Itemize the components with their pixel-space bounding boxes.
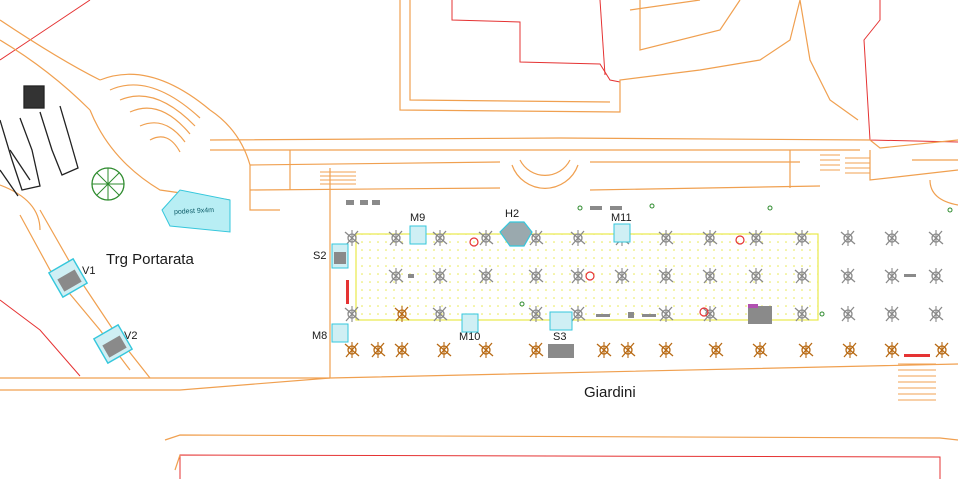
- table-cluster: [388, 230, 404, 246]
- left-structures: [0, 85, 79, 197]
- v-units: [47, 257, 134, 365]
- table-cluster: [748, 268, 764, 284]
- label-trg-portarata: Trg Portarata: [106, 251, 194, 268]
- small-fixtures: [346, 200, 916, 318]
- event-zone: [355, 233, 819, 321]
- unit-s2-fill: [334, 252, 346, 264]
- table-cluster: [478, 230, 494, 246]
- label-m8: M8: [312, 330, 328, 342]
- table-cluster: [658, 230, 674, 246]
- table-cluster: [928, 230, 944, 246]
- table-cluster: [596, 342, 612, 358]
- label-v2: V2: [124, 330, 138, 342]
- stairs: [320, 149, 936, 401]
- table-cluster: [842, 342, 858, 358]
- table-cluster: [884, 230, 900, 246]
- table-cluster: [432, 306, 448, 322]
- table-cluster: [658, 306, 674, 322]
- table-cluster: [794, 268, 810, 284]
- table-cluster: [344, 306, 360, 322]
- unit-m10: [461, 313, 479, 333]
- label-s3: S3: [553, 331, 567, 343]
- unit-m9: [409, 225, 427, 245]
- label-s2: S2: [313, 250, 327, 262]
- label-h2: H2: [505, 208, 520, 220]
- unit-s3: [549, 311, 573, 331]
- table-cluster: [528, 268, 544, 284]
- table-cluster: [478, 342, 494, 358]
- seating-grid: [344, 230, 950, 358]
- table-cluster: [794, 230, 810, 246]
- stage-podest: [161, 189, 231, 233]
- label-v1: V1: [82, 265, 96, 277]
- table-cluster: [794, 306, 810, 322]
- table-cluster: [702, 306, 718, 322]
- table-cluster: [620, 342, 636, 358]
- table-cluster: [432, 268, 448, 284]
- green-markers: [519, 203, 953, 317]
- unit-m11: [613, 223, 631, 243]
- label-m11: M11: [611, 212, 632, 224]
- table-cluster: [798, 342, 814, 358]
- table-cluster: [884, 268, 900, 284]
- table-cluster: [702, 230, 718, 246]
- table-cluster: [702, 268, 718, 284]
- table-cluster: [394, 306, 410, 322]
- table-cluster: [436, 342, 452, 358]
- table-cluster: [478, 268, 494, 284]
- table-cluster: [614, 268, 630, 284]
- storage-box: [748, 306, 772, 324]
- table-cluster: [528, 306, 544, 322]
- tree-icon: [91, 167, 125, 201]
- storage-marker: [748, 304, 758, 308]
- table-cluster: [344, 230, 360, 246]
- table-cluster: [370, 342, 386, 358]
- table-cluster: [928, 306, 944, 322]
- table-cluster: [570, 306, 586, 322]
- table-cluster: [570, 230, 586, 246]
- label-m10: M10: [459, 331, 481, 343]
- table-cluster: [394, 342, 410, 358]
- table-cluster: [928, 268, 944, 284]
- table-cluster: [708, 342, 724, 358]
- table-cluster: [748, 230, 764, 246]
- table-cluster: [884, 342, 900, 358]
- table-cluster: [570, 268, 586, 284]
- table-cluster: [840, 306, 856, 322]
- unit-s3-box: [548, 344, 574, 358]
- table-cluster: [934, 342, 950, 358]
- table-cluster: [388, 268, 404, 284]
- label-giardini: Giardini: [584, 384, 636, 401]
- table-cluster: [840, 268, 856, 284]
- red-barrier: [346, 280, 349, 304]
- table-cluster: [432, 230, 448, 246]
- red-markers: [469, 235, 745, 317]
- table-cluster: [884, 306, 900, 322]
- red-bar: [904, 354, 930, 357]
- table-cluster: [752, 342, 768, 358]
- table-cluster: [658, 268, 674, 284]
- table-cluster: [840, 230, 856, 246]
- table-cluster: [528, 342, 544, 358]
- table-cluster: [658, 342, 674, 358]
- unit-h2: [499, 221, 533, 247]
- unit-m8: [331, 323, 349, 343]
- table-cluster: [344, 342, 360, 358]
- label-m9: M9: [410, 212, 426, 224]
